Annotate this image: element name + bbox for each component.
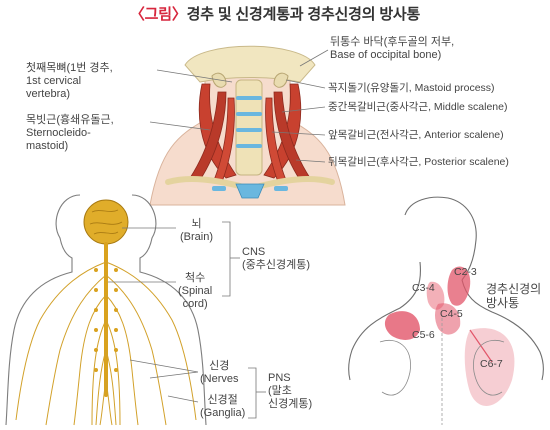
- label-mastoid-process: 꼭지돌기(유양돌기, Mastoid process): [328, 82, 495, 94]
- label-radiating-pain-title: 경추신경의 방사통: [486, 282, 541, 310]
- label-c3-4: C3-4: [412, 282, 435, 294]
- label-sternocleidomastoid: 목빗근(흉쇄유돌근, Sternocleido- mastoid): [26, 114, 114, 153]
- label-brain-ko: 뇌: [191, 218, 202, 230]
- label-posterior-scalene: 뒤목갈비근(후사각근, Posterior scalene): [328, 156, 509, 168]
- label-c2-3: C2-3: [454, 266, 477, 278]
- label-c6-7: C6-7: [480, 358, 503, 370]
- head-outline: [404, 196, 477, 281]
- label-pns-abbr: PNS: [268, 372, 291, 384]
- label-occipital-base: 뒤통수 바닥(후두골의 저부, Base of occipital bone): [330, 36, 454, 62]
- label-first-cervical-line3: vertebra): [26, 88, 71, 100]
- label-first-cervical-vertebra: 첫째목뼈(1번 경추, 1st cervical vertebra): [26, 62, 113, 101]
- label-scm-line2: Sternocleido-: [26, 127, 91, 139]
- label-nerves-ko: 신경: [209, 360, 230, 372]
- figure-title-text: 경추 및 신경계통과 경추신경의 방사통: [186, 6, 421, 23]
- pain-zone-c6-7: [464, 328, 515, 406]
- label-occipital-line1: 뒤통수 바닥(후두골의 저부,: [330, 36, 455, 48]
- label-brain: 뇌 (Brain): [180, 218, 213, 244]
- back-view-illustration: [348, 196, 544, 425]
- scapula-right: [473, 340, 505, 396]
- neck-shoulder-outline: [348, 261, 544, 381]
- label-ganglia-en: (Ganglia): [200, 407, 246, 419]
- label-pns-full2: 신경계통): [268, 398, 313, 410]
- mastoid-right: [273, 72, 289, 88]
- clavicle-right: [257, 176, 335, 189]
- cervical-discs: [236, 96, 262, 148]
- label-ganglia: 신경절 (Ganglia): [200, 394, 245, 420]
- figure-title: 〈그림〉경추 및 신경계통과 경추신경의 방사통: [0, 3, 550, 24]
- label-cns-abbr: CNS: [242, 246, 266, 258]
- pain-zone-c4-5: [435, 303, 461, 335]
- label-scm-line1: 목빗근(흉쇄유돌근,: [26, 114, 114, 126]
- label-anterior-scalene: 앞목갈비근(전사각근, Anterior scalene): [328, 129, 504, 141]
- label-cns-full: (중추신경계통): [242, 259, 311, 271]
- nervous-system-illustration: [5, 194, 207, 426]
- label-occipital-line2: Base of occipital bone): [330, 49, 442, 61]
- label-pns: PNS (말초 신경계통): [268, 372, 312, 411]
- pain-zone-c5-6: [384, 311, 420, 340]
- sternocleidomastoid-left: [198, 83, 237, 179]
- label-scm-line3: mastoid): [26, 140, 69, 152]
- scapula-left: [379, 340, 411, 396]
- cervical-spine: [235, 79, 263, 176]
- neck-illustration: [149, 45, 346, 206]
- label-first-cervical-line1: 첫째목뼈(1번 경추,: [26, 62, 113, 74]
- label-middle-scalene: 중간목갈비근(중사각근, Middle scalene): [328, 101, 508, 113]
- clavicle-left: [165, 176, 243, 189]
- label-c4-5: C4-5: [440, 308, 463, 320]
- label-spinal-en1: (Spinal: [178, 285, 213, 297]
- label-radiating-line1: 경추신경의: [486, 282, 542, 296]
- label-spinal-ko: 척수: [185, 272, 206, 284]
- neck-leader-lines: [149, 49, 329, 163]
- label-radiating-line2: 방사통: [486, 296, 520, 310]
- label-pns-full1: (말초: [268, 385, 292, 397]
- rib-cartilage-left: [212, 186, 226, 191]
- sternum-cartilage: [235, 183, 265, 199]
- sternocleidomastoid-right: [263, 83, 302, 179]
- label-cns: CNS (중추신경계통): [242, 246, 310, 272]
- label-spinal-en2: cord): [182, 298, 208, 310]
- pain-zone-c2-3: [447, 266, 471, 306]
- label-first-cervical-line2: 1st cervical: [26, 75, 82, 87]
- label-ganglia-ko: 신경절: [207, 394, 238, 406]
- label-nerves: 신경 (Nerves: [200, 360, 239, 386]
- rib-cartilage-right: [274, 186, 288, 191]
- pain-zone-c3-4: [426, 281, 445, 310]
- label-nerves-en: (Nerves: [200, 373, 239, 385]
- label-c5-6: C5-6: [412, 329, 435, 341]
- skull-base: [184, 45, 316, 83]
- label-spinal-cord: 척수 (Spinal cord): [178, 272, 212, 311]
- label-brain-en: (Brain): [180, 231, 214, 243]
- body-outline: [5, 194, 207, 426]
- nervous-leader-lines: [108, 221, 266, 419]
- ganglia: [94, 268, 118, 372]
- figure-title-prefix: 〈그림〉: [129, 6, 187, 23]
